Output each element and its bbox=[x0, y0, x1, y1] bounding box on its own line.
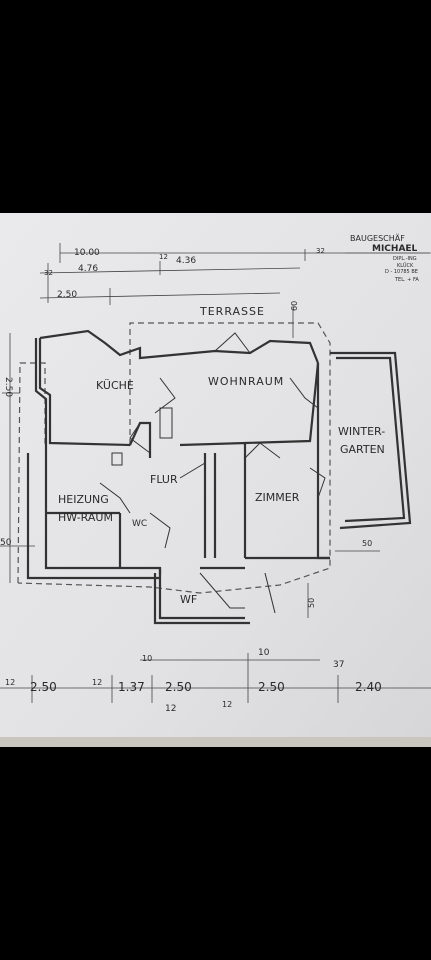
dim-bottom-j: 37 bbox=[333, 660, 344, 670]
svg-text:KLÜCK: KLÜCK bbox=[397, 262, 414, 269]
svg-text:TEL. + FA: TEL. + FA bbox=[394, 277, 419, 283]
dim-top-d: 32 bbox=[44, 269, 53, 277]
room-label-zimmer: ZIMMER bbox=[255, 491, 300, 504]
dim-bottom-k: 10 bbox=[142, 654, 152, 663]
dim-left-a: 2.50 bbox=[3, 377, 13, 397]
walls bbox=[26, 329, 412, 625]
dim-top-a: 4.76 bbox=[78, 264, 98, 274]
dim-bottom-h: 12 bbox=[165, 704, 176, 714]
bottom-dimension-lines bbox=[0, 653, 431, 703]
room-label-wc: WC bbox=[132, 519, 147, 529]
svg-text:BAUGESCHÄF: BAUGESCHÄF bbox=[350, 233, 405, 243]
room-label-heizung-2: HW-RAUM bbox=[58, 511, 113, 524]
top-dimension-lines bbox=[39, 243, 430, 305]
left-dimension-lines bbox=[0, 333, 35, 583]
dim-bottom-i: 12 bbox=[222, 700, 232, 709]
floor-plan-photo: BAUGESCHÄF MICHAEL DIPL.-ING KLÜCK D - 1… bbox=[0, 213, 431, 747]
room-label-wf: WF bbox=[180, 593, 197, 606]
dim-top-e: 12 bbox=[159, 253, 168, 261]
dim-top-f: 32 bbox=[316, 247, 325, 255]
dim-bottom-c: 2.50 bbox=[165, 680, 192, 694]
dim-bottom-e: 2.40 bbox=[355, 680, 382, 694]
dim-right-a: 50 bbox=[362, 539, 372, 548]
svg-text:DIPL.-ING: DIPL.-ING bbox=[393, 256, 417, 262]
foundation-outline bbox=[17, 322, 331, 594]
dim-bottom-d: 2.50 bbox=[258, 680, 285, 694]
room-label-wohnraum: WOHNRAUM bbox=[208, 375, 284, 388]
room-label-wintergarten-2: GARTEN bbox=[340, 443, 385, 456]
room-label-flur: FLUR bbox=[150, 473, 178, 486]
room-label-terrasse: TERRASSE bbox=[199, 305, 265, 318]
dim-bottom-b: 1.37 bbox=[118, 680, 145, 694]
dim-top-c: 2.50 bbox=[57, 290, 77, 300]
dim-right-b: 50 bbox=[307, 598, 316, 608]
dim-right-c: 60 bbox=[290, 301, 299, 311]
dim-bottom-g: 12 bbox=[92, 678, 102, 687]
dim-bottom-f: 12 bbox=[5, 678, 15, 687]
dim-bottom-a: 2.50 bbox=[30, 680, 57, 694]
svg-text:MICHAEL: MICHAEL bbox=[372, 244, 418, 254]
dim-left-b: 50 bbox=[0, 538, 12, 548]
room-label-kueche: KÜCHE bbox=[96, 379, 134, 392]
table-edge bbox=[0, 737, 431, 747]
svg-text:D - 10785 BE: D - 10785 BE bbox=[385, 269, 418, 275]
dim-top-total: 10.00 bbox=[74, 248, 100, 258]
dim-bottom-l: 10 bbox=[258, 648, 270, 658]
room-label-heizung-1: HEIZUNG bbox=[58, 493, 109, 506]
room-label-wintergarten-1: WINTER- bbox=[338, 425, 385, 438]
door-swings bbox=[99, 332, 326, 614]
dim-top-b: 4.36 bbox=[176, 256, 196, 266]
